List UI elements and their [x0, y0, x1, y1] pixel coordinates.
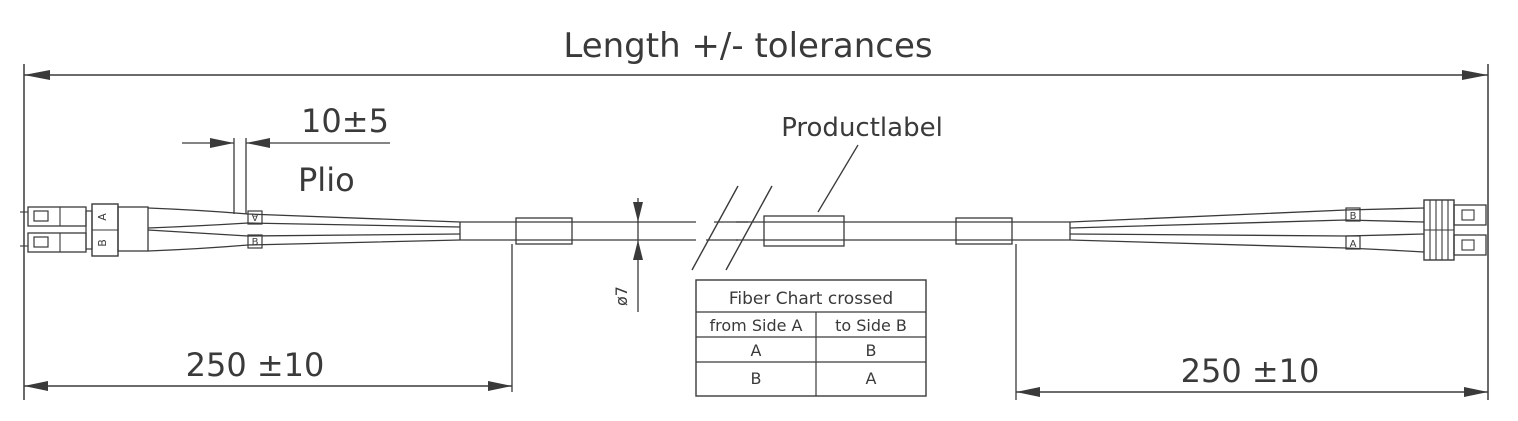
- right-splice-sleeve: [955, 217, 1013, 245]
- fiber-chart-cell: A: [866, 369, 877, 388]
- fiber-chart-cell: B: [866, 341, 877, 360]
- left-connector-marker-a: A: [96, 213, 109, 221]
- left-splice-sleeve: [515, 217, 573, 245]
- product-label-callout: Productlabel: [781, 113, 943, 213]
- plio-label: Plio: [298, 161, 355, 199]
- fiber-chart-title: Fiber Chart crossed: [729, 289, 893, 309]
- left-leg-marker-a: A: [251, 211, 258, 222]
- left-breakout-legs: A B: [147, 207, 461, 252]
- breakout-gap-label: 10±5: [301, 102, 389, 140]
- left-leg-length-label: 250 ±10: [186, 346, 325, 384]
- main-cable-trunk: [459, 185, 1071, 271]
- right-leg-dimension: 250 ±10: [1015, 244, 1488, 400]
- overall-length-label: Length +/- tolerances: [563, 26, 932, 66]
- fiber-chart-cell: A: [751, 341, 762, 360]
- right-leg-marker-b: B: [1350, 211, 1357, 222]
- left-duplex-connector: A B: [20, 203, 149, 257]
- diameter-label: ø7: [612, 286, 631, 306]
- left-connector-marker-b: B: [96, 239, 109, 247]
- overall-length-dimension: Length +/- tolerances: [23, 26, 1489, 400]
- fiber-chart-table: Fiber Chart crossed from Side A to Side …: [695, 279, 927, 397]
- fiber-chart-header-to: to Side B: [835, 316, 907, 335]
- breakout-gap-dimension: 10±5 Plio: [182, 102, 390, 214]
- diameter-dimension: ø7: [612, 198, 643, 312]
- right-leg-length-label: 250 ±10: [1181, 352, 1320, 390]
- left-leg-dimension: 250 ±10: [24, 244, 513, 392]
- cable-break-line: [691, 185, 739, 271]
- left-leg-marker-b: B: [252, 237, 259, 248]
- cable-break-line: [725, 185, 773, 271]
- right-breakout-legs: B A: [1069, 207, 1425, 253]
- product-label-sleeve: [763, 215, 845, 247]
- right-duplex-connector: [1423, 199, 1487, 261]
- right-leg-marker-a: A: [1350, 239, 1357, 250]
- fiber-chart-cell: B: [751, 369, 762, 388]
- product-label-text: Productlabel: [781, 113, 943, 143]
- fiber-chart-header-from: from Side A: [710, 316, 803, 335]
